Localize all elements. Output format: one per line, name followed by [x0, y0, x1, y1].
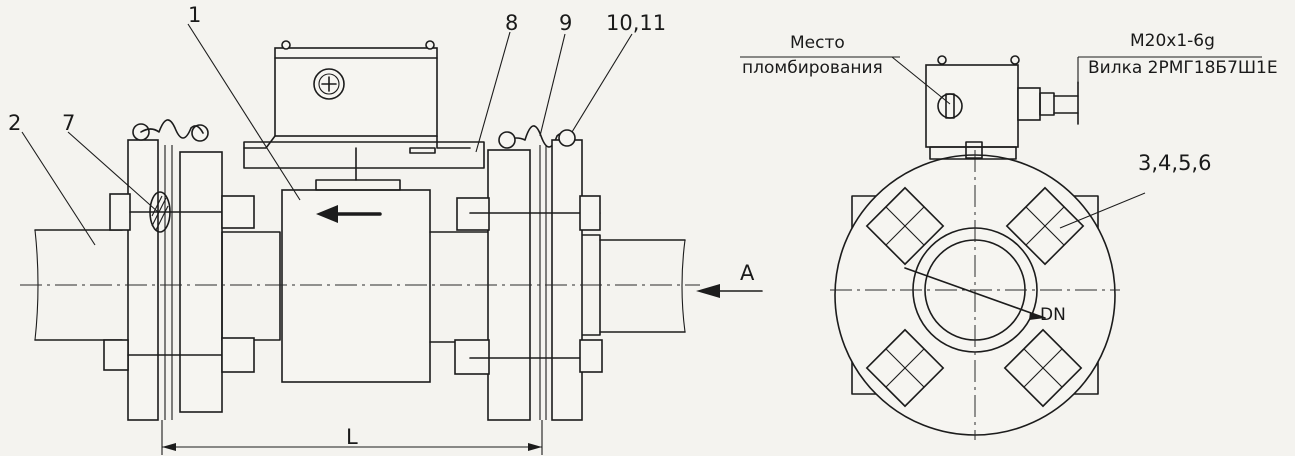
label-2: 2 — [8, 111, 21, 135]
label-9: 9 — [559, 11, 572, 35]
flowmeter-body — [281, 147, 491, 383]
label-dn: DN — [1040, 305, 1066, 325]
label-3-4-5-6: 3,4,5,6 — [1138, 151, 1211, 175]
label-1: 1 — [188, 3, 201, 27]
label-thread: M20x1-6g — [1130, 31, 1215, 51]
labels: 1 2 7 8 9 10,11 A L DN 3,4,5,6 Место пло… — [8, 3, 1278, 449]
leader-lines — [21, 23, 633, 246]
end-view-leaders — [740, 56, 1262, 229]
left-flange-assembly — [103, 123, 281, 421]
label-10-11: 10,11 — [606, 11, 666, 35]
end-view-bolts — [865, 186, 1085, 408]
end-view-box — [925, 55, 1079, 160]
label-7: 7 — [62, 111, 75, 135]
label-plug: Вилка 2РМГ18Б7Ш1Е — [1088, 58, 1278, 78]
label-seal-line2: пломбирования — [742, 58, 883, 78]
side-view — [20, 23, 763, 455]
flow-arrow — [316, 205, 382, 223]
end-view-a — [740, 55, 1262, 440]
right-flange-assembly — [454, 129, 603, 421]
left-bolts — [103, 193, 255, 373]
label-seal-line1: Место — [790, 33, 845, 53]
electronics-box — [243, 40, 485, 169]
label-dim-l: L — [346, 425, 358, 449]
label-8: 8 — [505, 11, 518, 35]
dimension-l — [161, 420, 543, 455]
view-arrow-a — [696, 284, 763, 298]
label-view-a: A — [740, 261, 755, 285]
